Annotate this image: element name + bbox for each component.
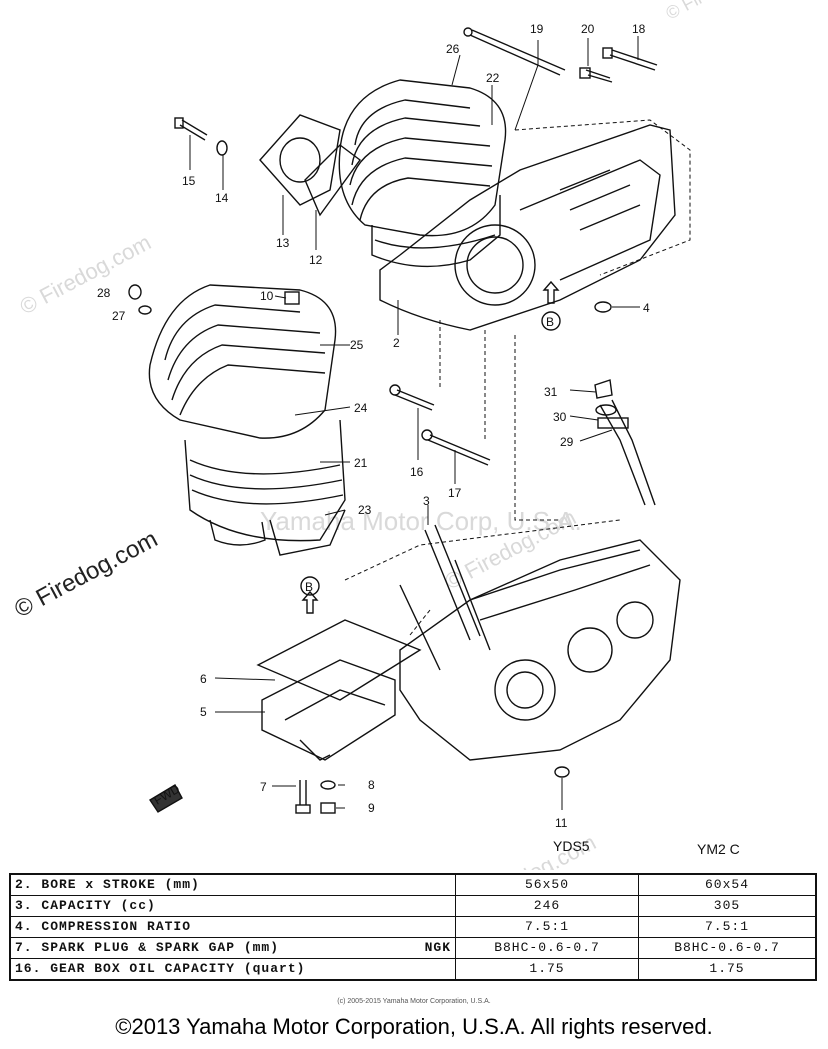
spec-label-text: 16. GEAR BOX OIL CAPACITY (quart)	[15, 961, 306, 976]
callout-12: 12	[309, 253, 323, 267]
callout-13: 13	[276, 236, 290, 250]
drain-bolt	[295, 780, 336, 814]
callout-18: 18	[632, 22, 646, 36]
spec-value-ym2c: 305	[638, 895, 817, 917]
dowel-4	[594, 301, 612, 313]
spec-value-yds5: B8HC-0.6-0.7	[455, 937, 639, 959]
spec-value-yds5: 7.5:1	[455, 916, 639, 938]
callout-2: 2	[393, 336, 400, 350]
callout-28: 28	[97, 286, 111, 300]
model-label-left: YDS5	[553, 838, 590, 854]
lower-crankcase	[399, 524, 681, 761]
watermarks: © Firedog.com © Firedog.com © Firedog.co…	[16, 0, 777, 870]
spec-label: 2. BORE x STROKE (mm)	[9, 873, 456, 896]
callout-6: 6	[200, 672, 207, 686]
callout-22: 22	[486, 71, 500, 85]
lower-cylinder-head	[128, 284, 337, 439]
watermark-firedog-a: © Firedog.com	[16, 229, 155, 319]
callout-3: 3	[423, 494, 430, 508]
callout-25: 25	[350, 338, 364, 352]
callout-10: 10	[260, 289, 274, 303]
crankcase-bolts	[389, 384, 491, 466]
callout-29: 29	[560, 435, 574, 449]
callout-20: 20	[581, 22, 595, 36]
nut-10	[284, 291, 300, 305]
spec-value-ym2c: 7.5:1	[638, 916, 817, 938]
spec-label-text: 4. COMPRESSION RATIO	[15, 919, 192, 934]
upper-crankcase	[379, 124, 676, 331]
callout-19: 19	[530, 22, 544, 36]
watermark-firedog-d: © Firedog.com	[662, 0, 776, 24]
spec-label-text: 3. CAPACITY (cc)	[15, 898, 156, 913]
callout-14: 14	[215, 191, 229, 205]
b-marker-lower	[300, 576, 320, 614]
callout-5: 5	[200, 705, 207, 719]
b-label-lower: B	[305, 580, 313, 594]
plug-11	[554, 766, 570, 778]
callout-labels: 2 3 4 5 6 7 8 9 10 11 12 13 14 15 16 17 …	[97, 22, 650, 830]
spec-value-ym2c: 60x54	[638, 873, 817, 896]
callout-26: 26	[446, 42, 460, 56]
spec-value-ym2c: 1.75	[638, 958, 817, 981]
spec-label: 4. COMPRESSION RATIO	[9, 916, 456, 938]
parts-diagram: © Firedog.com © Firedog.com © Firedog.co…	[10, 0, 777, 870]
callout-8: 8	[368, 778, 375, 792]
b-label-upper: B	[546, 315, 554, 329]
spec-row: 7. SPARK PLUG & SPARK GAP (mm) NGK B8HC-0.…	[9, 937, 817, 959]
spec-value-yds5: 1.75	[455, 958, 639, 981]
small-copyright: (c) 2005-2015 Yamaha Motor Corporation, …	[337, 998, 491, 1005]
head-gasket-and-cover	[174, 114, 361, 217]
model-label-right: YM2 C	[697, 841, 740, 857]
callout-23: 23	[358, 503, 372, 517]
callout-30: 30	[553, 410, 567, 424]
callout-31: 31	[544, 385, 558, 399]
callout-9: 9	[368, 801, 375, 815]
spec-label-text: 7. SPARK PLUG & SPARK GAP (mm)	[15, 940, 280, 955]
main-copyright: ©2013 Yamaha Motor Corporation, U.S.A. A…	[115, 1014, 713, 1039]
lower-cylinder	[184, 419, 346, 556]
spec-value-ym2c: B8HC-0.6-0.7	[638, 937, 817, 959]
spec-label-text: 2. BORE x STROKE (mm)	[15, 877, 200, 892]
watermark-firedog-dark: © Firedog.com	[10, 525, 162, 623]
callout-17: 17	[448, 486, 462, 500]
watermark-yamaha: Yamaha Motor Corp, U.S.A.	[260, 506, 582, 536]
callout-11: 11	[555, 816, 568, 830]
callout-4: 4	[643, 301, 650, 315]
spec-label: 3. CAPACITY (cc)	[9, 895, 456, 917]
oil-filler-tube	[594, 379, 656, 506]
leader-lines	[189, 36, 640, 810]
stud-bolts	[463, 27, 658, 83]
callout-21: 21	[354, 456, 368, 470]
oil-pan	[256, 619, 422, 761]
spec-label: 16. GEAR BOX OIL CAPACITY (quart)	[9, 958, 456, 981]
callout-7: 7	[260, 780, 267, 794]
fwd-arrow	[149, 784, 183, 813]
upper-cylinder	[371, 195, 501, 268]
b-marker-upper	[541, 280, 561, 331]
spec-label: 7. SPARK PLUG & SPARK GAP (mm) NGK	[9, 937, 456, 959]
callout-24: 24	[354, 401, 368, 415]
spec-label-ext: NGK	[424, 940, 451, 955]
spec-value-yds5: 246	[455, 895, 639, 917]
reference-lines	[344, 119, 691, 636]
callout-15: 15	[182, 174, 196, 188]
spec-value-yds5: 56x50	[455, 873, 639, 896]
callout-27: 27	[112, 309, 126, 323]
callout-16: 16	[410, 465, 424, 479]
upper-cylinder-head	[338, 79, 507, 237]
